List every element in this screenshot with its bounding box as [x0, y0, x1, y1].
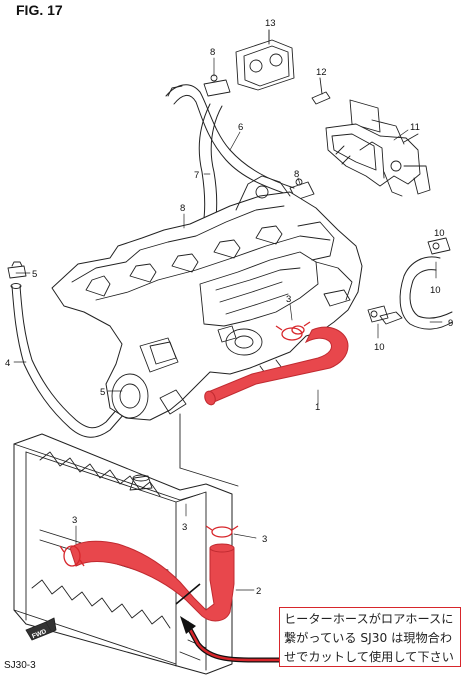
part-12-bolt	[311, 77, 331, 105]
callout-10: 10	[430, 285, 441, 296]
highlighted-hoses	[59, 321, 349, 622]
callout-7: 7	[194, 170, 199, 181]
part-4-hose	[7, 261, 125, 438]
callout-3: 3	[286, 294, 291, 305]
callout-4: 4	[5, 358, 10, 369]
callout-8: 8	[210, 47, 215, 58]
callout-1: 1	[315, 402, 320, 413]
part-6-hose	[165, 84, 295, 197]
part-9-hose	[379, 256, 453, 330]
callout-8: 8	[180, 203, 185, 214]
callout-5: 5	[32, 269, 37, 280]
callout-11: 11	[410, 122, 420, 133]
callout-8: 8	[294, 169, 299, 180]
callout-10: 10	[434, 228, 445, 239]
callout-12: 12	[316, 67, 327, 78]
part-11-valve	[325, 99, 431, 197]
note-box: ヒーターホースがロアホースに 繋がっている SJ30 は現物合わ せでカットして…	[279, 607, 461, 667]
note-line-3: せでカットして使用して下さい	[284, 650, 454, 664]
note-pointer-arrow	[180, 616, 281, 663]
callout-10: 10	[374, 342, 385, 353]
part-13-plug	[235, 29, 295, 91]
note-line-2: 繋がっている SJ30 は現物合わ	[284, 631, 453, 645]
callout-5: 5	[100, 387, 105, 398]
callout-6: 6	[238, 122, 243, 133]
callout-9: 9	[448, 318, 453, 329]
figure-code: SJ30-3	[4, 660, 36, 671]
figure-title: FIG. 17	[16, 2, 63, 18]
note-line-1: ヒーターホースがロアホースに	[284, 612, 454, 626]
callout-3: 3	[262, 534, 267, 545]
part-2-lower-hose-highlight	[69, 540, 235, 622]
callout-3: 3	[182, 522, 187, 533]
leader-lines	[13, 29, 443, 591]
callout-2: 2	[256, 586, 261, 597]
callout-3: 3	[72, 515, 77, 526]
callout-13: 13	[265, 18, 276, 29]
fwd-arrow	[25, 617, 57, 641]
engine-block	[51, 175, 363, 487]
